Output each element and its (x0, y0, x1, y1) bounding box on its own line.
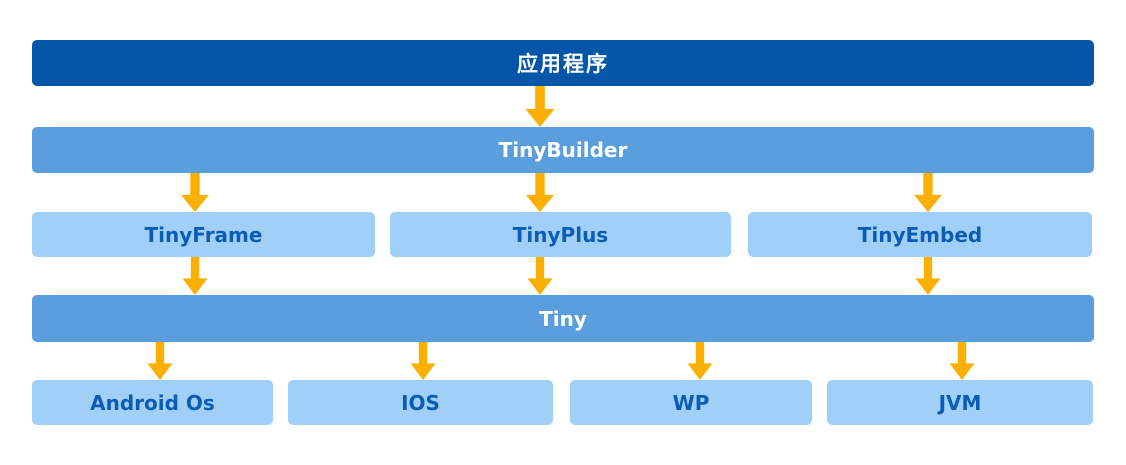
down-arrow-icon (914, 173, 942, 212)
node-tinyframe: TinyFrame (32, 212, 375, 257)
down-arrow-icon (527, 257, 553, 295)
down-arrow-icon (147, 342, 173, 380)
down-arrow-icon (181, 173, 209, 212)
node-android-os: Android Os (32, 380, 273, 425)
node-jvm: JVM (827, 380, 1093, 425)
node-jvm-label: JVM (938, 390, 982, 415)
node-tinyplus-label: TinyPlus (512, 222, 609, 247)
arrow-row-builder-to-frameworks (0, 173, 1126, 212)
node-tinybuilder: TinyBuilder (32, 127, 1094, 173)
node-tiny: Tiny (32, 295, 1094, 342)
arrow-row-tiny-to-platforms (0, 342, 1126, 380)
node-ios: IOS (288, 380, 553, 425)
node-android-os-label: Android Os (90, 390, 215, 415)
arrow-row-frameworks-to-tiny (0, 257, 1126, 295)
down-arrow-icon (915, 257, 941, 295)
node-tiny-label: Tiny (539, 306, 587, 331)
node-tinyembed-label: TinyEmbed (857, 222, 983, 247)
down-arrow-icon (525, 86, 555, 127)
down-arrow-icon (687, 342, 713, 380)
node-tinybuilder-label: TinyBuilder (498, 138, 628, 162)
node-application: 应用程序 (32, 40, 1094, 86)
down-arrow-icon (410, 342, 436, 380)
node-tinyplus: TinyPlus (390, 212, 731, 257)
node-tinyembed: TinyEmbed (748, 212, 1092, 257)
node-wp-label: WP (672, 390, 710, 415)
node-ios-label: IOS (401, 390, 440, 415)
node-wp: WP (570, 380, 812, 425)
down-arrow-icon (949, 342, 975, 380)
down-arrow-icon (526, 173, 554, 212)
node-application-label: 应用程序 (517, 52, 609, 76)
down-arrow-icon (182, 257, 208, 295)
arrow-row-app-to-builder (0, 86, 1126, 127)
node-tinyframe-label: TinyFrame (144, 222, 263, 247)
